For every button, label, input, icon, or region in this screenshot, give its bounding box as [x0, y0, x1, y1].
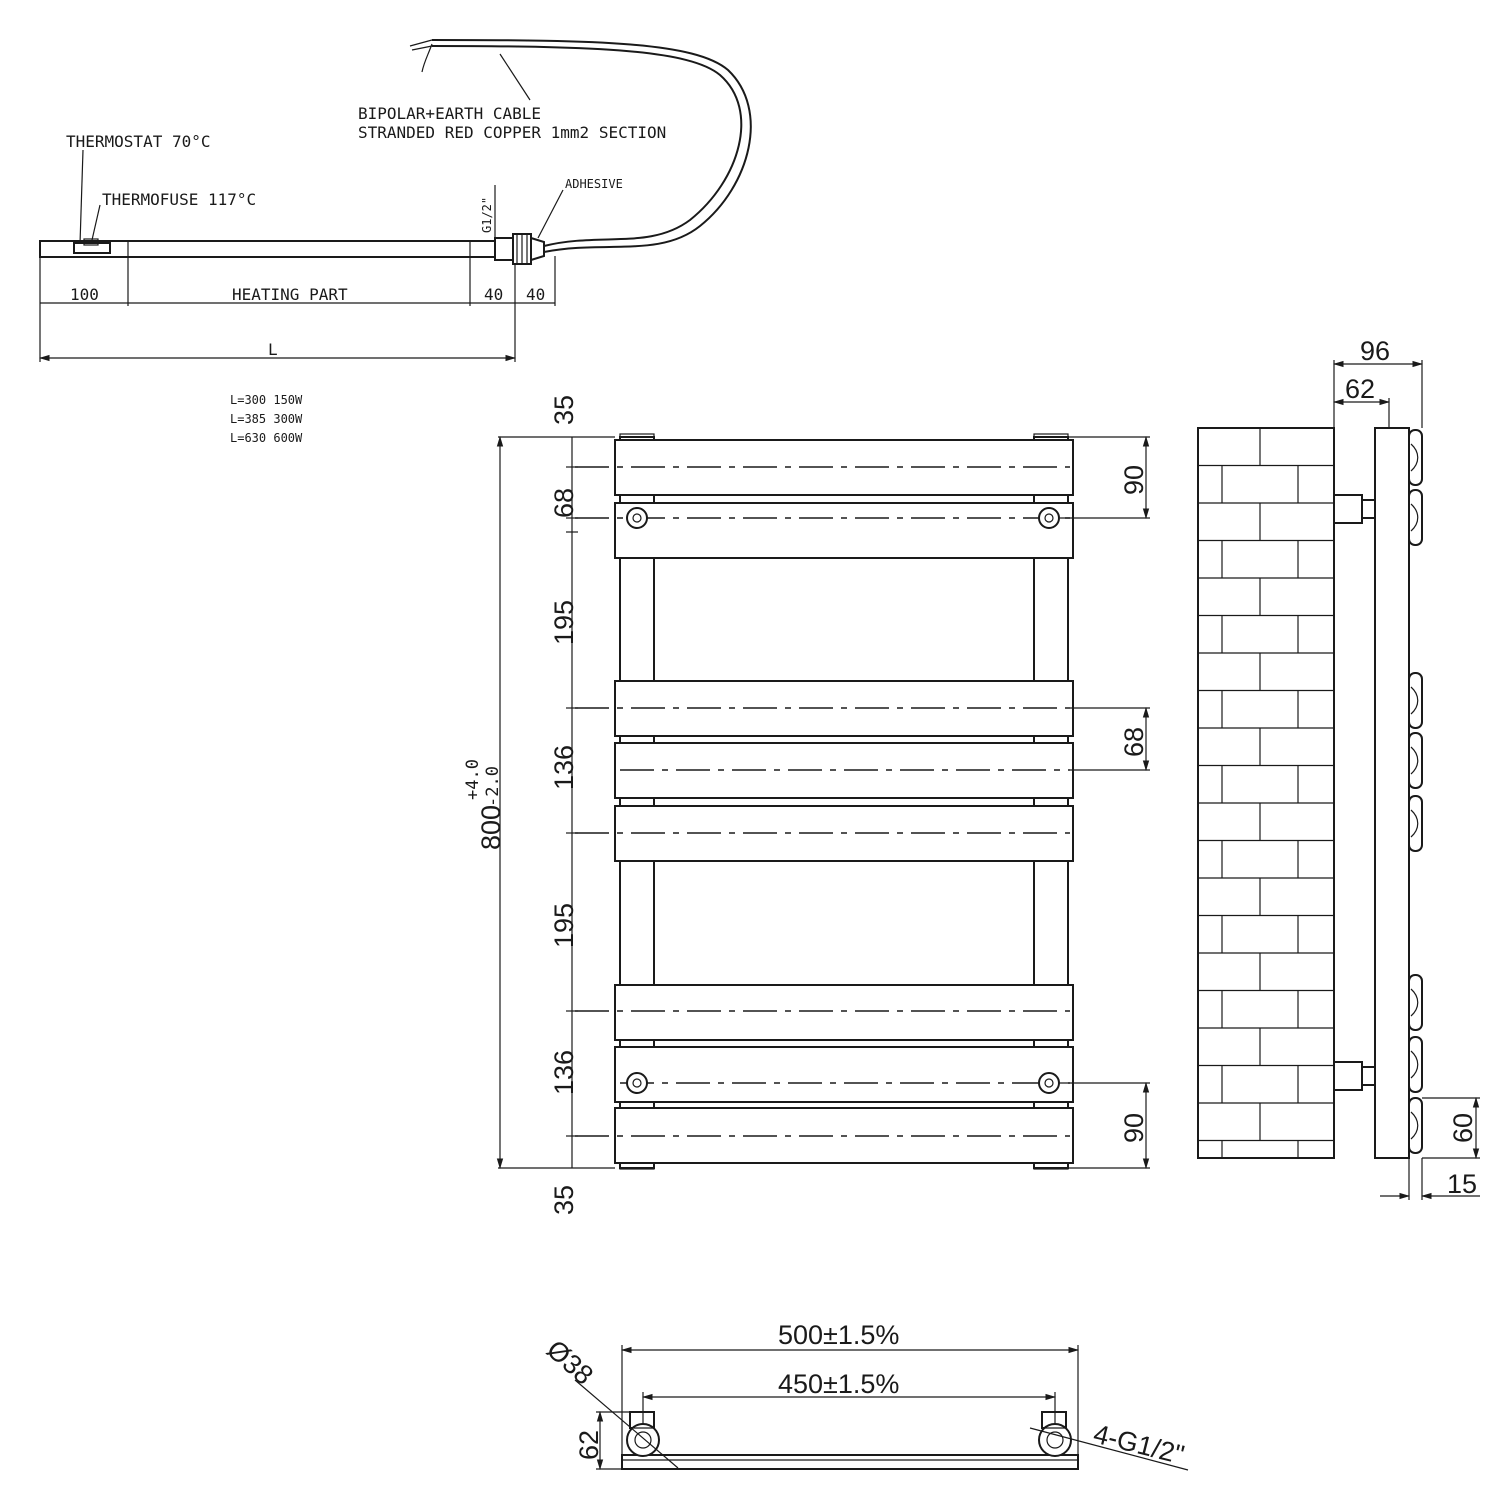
- width-500: 500±1.5%: [778, 1320, 899, 1350]
- option-2: L=385 300W: [230, 412, 303, 426]
- adhesive-label: ADHESIVE: [565, 177, 623, 191]
- diameter-38: Ø38: [541, 1334, 599, 1390]
- bottom-view: 500±1.5% 450±1.5% Ø38 62 4-G1/2": [541, 1320, 1189, 1471]
- height-800: 800: [476, 805, 506, 850]
- dim-L: L: [268, 340, 278, 359]
- dim-left-4: 136: [549, 745, 579, 790]
- dim-right-mid: 68: [1119, 727, 1149, 757]
- left-upright: [619, 436, 655, 1169]
- dim-left-3: 195: [549, 600, 579, 645]
- dim-left-5: 195: [549, 903, 579, 948]
- dim-left-1: 35: [549, 395, 579, 425]
- cable-label-line1: BIPOLAR+EARTH CABLE: [358, 104, 541, 123]
- right-upright: [1033, 436, 1069, 1169]
- bar-profile-6: [1408, 974, 1423, 1031]
- dim-left-7: 35: [549, 1185, 579, 1215]
- heating-element-drawing: BIPOLAR+EARTH CABLE STRANDED RED COPPER …: [38, 39, 752, 445]
- cable: [431, 45, 743, 247]
- top-bracket: [1333, 494, 1363, 524]
- bar-profile-4: [1408, 732, 1423, 789]
- depth-62: 62: [1345, 374, 1375, 404]
- bottom-depth-62: 62: [574, 1430, 604, 1460]
- bars: [614, 439, 1074, 1164]
- dim-100: 100: [70, 285, 99, 304]
- dim-60: 60: [1448, 1113, 1478, 1143]
- bar-7: [614, 1046, 1074, 1103]
- width-450: 450±1.5%: [778, 1369, 899, 1399]
- thermofuse-label: THERMOFUSE 117°C: [102, 190, 256, 209]
- heating-part-label: HEATING PART: [232, 285, 348, 304]
- dim-40-b: 40: [526, 285, 545, 304]
- dim-right-top: 90: [1119, 465, 1149, 495]
- bar-profile-3: [1408, 672, 1423, 729]
- cable-label-line2: STRANDED RED COPPER 1mm2 SECTION: [358, 123, 666, 142]
- option-3: L=630 600W: [230, 431, 303, 445]
- brick-pattern: [1198, 428, 1334, 1158]
- dim-left-2: 68: [549, 488, 579, 518]
- bar-profile-8: [1408, 1097, 1423, 1154]
- side-view: 96 62 60 15: [1197, 336, 1480, 1200]
- bar-profile-2: [1408, 489, 1423, 546]
- right-connection: [1038, 1423, 1072, 1457]
- thermostat-chip: [73, 242, 111, 254]
- dim-40-a: 40: [484, 285, 503, 304]
- bottom-bar: [621, 1454, 1079, 1470]
- bar-2: [614, 502, 1074, 559]
- dim-15: 15: [1447, 1169, 1477, 1199]
- bar-profile-1: [1408, 429, 1423, 486]
- connector-nut: [494, 237, 514, 261]
- thermostat-label: THERMOSTAT 70°C: [66, 132, 211, 151]
- thread-label: G1/2": [480, 197, 494, 233]
- option-1: L=300 150W: [230, 393, 303, 407]
- bar-profile-5: [1408, 795, 1423, 852]
- plugs: [626, 507, 1060, 1094]
- bottom-bracket: [1333, 1061, 1363, 1091]
- dim-left-6: 136: [549, 1050, 579, 1095]
- bar-profiles: [1408, 429, 1423, 1154]
- radiator-profile: [1374, 427, 1410, 1159]
- bar-profile-7: [1408, 1036, 1423, 1093]
- connections-label: 4-G1/2": [1091, 1419, 1188, 1470]
- tol-minus: -2.0: [483, 766, 503, 807]
- depth-96: 96: [1360, 336, 1390, 366]
- tol-plus: +4.0: [463, 759, 483, 800]
- brick-wall: [1197, 427, 1335, 1159]
- bar-6: [614, 984, 1074, 1041]
- dim-right-bottom: 90: [1119, 1113, 1149, 1143]
- front-view: 800 +4.0 -2.0 35 68 195 136 195 136 35 9…: [463, 395, 1150, 1215]
